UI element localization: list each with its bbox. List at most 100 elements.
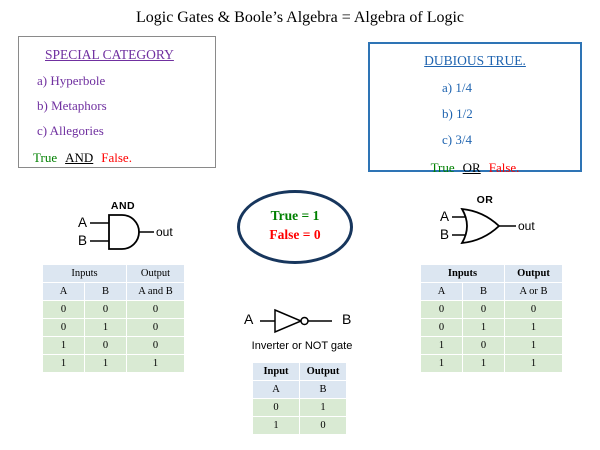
or-truth-table: Inputs Output A B A or B 0 0 0 0 1 1 1 0…: [420, 264, 563, 373]
table-row: 1 1 1: [42, 354, 185, 373]
true-label: True: [430, 160, 455, 175]
inputs-header: Inputs: [420, 264, 505, 283]
true-equals-one: True = 1: [270, 208, 320, 223]
false-label: False.: [488, 160, 520, 175]
table-row: 0 1: [252, 398, 347, 417]
and-gate-icon: [90, 214, 154, 250]
cell: 0: [299, 416, 347, 435]
cell: 1: [42, 336, 85, 355]
cell: 1: [420, 354, 463, 373]
col-header-b: B: [84, 282, 127, 301]
table-row: 1 1 1: [420, 354, 563, 373]
true-label: True: [33, 150, 58, 165]
or-operator: OR: [462, 160, 481, 175]
cell: 0: [420, 318, 463, 337]
and-gate-input-b: B: [78, 233, 88, 248]
col-header-a: A: [420, 282, 463, 301]
cell: 0: [126, 318, 185, 337]
list-item-quarter: a) 1/4: [442, 80, 472, 95]
table-row: 0 1 0: [42, 318, 185, 337]
list-item-three-quarters: c) 3/4: [442, 132, 472, 147]
not-gate-output: B: [342, 311, 352, 327]
output-header: Output: [504, 264, 563, 283]
dubious-true-heading: DUBIOUS TRUE.: [424, 53, 526, 68]
and-truth-table: Inputs Output A B A and B 0 0 0 0 1 0 1 …: [42, 264, 185, 373]
cell: 1: [126, 354, 185, 373]
true-or-false-line: True OR False.: [370, 160, 580, 176]
table-row: A B A or B: [420, 282, 563, 301]
col-header-b: B: [462, 282, 505, 301]
table-row: 1 0 0: [42, 336, 185, 355]
table-row: 0 1 1: [420, 318, 563, 337]
output-header: Output: [299, 362, 347, 381]
cell: 0: [84, 336, 127, 355]
cell: 1: [42, 354, 85, 373]
cell: 1: [84, 318, 127, 337]
cell: 1: [462, 318, 505, 337]
cell: 1: [504, 336, 563, 355]
table-row: 1 0: [252, 416, 347, 435]
and-gate-output: out: [156, 225, 173, 239]
true-false-ellipse: True = 1 False = 0: [237, 190, 353, 264]
cell: 0: [84, 300, 127, 319]
table-row: 0 0 0: [420, 300, 563, 319]
col-header-a-and-b: A and B: [126, 282, 185, 301]
cell: 1: [299, 398, 347, 417]
inputs-header: Inputs: [42, 264, 127, 283]
col-header-a: A: [252, 380, 300, 399]
true-and-false-line: True AND False.: [33, 150, 215, 166]
list-item-metaphors: b) Metaphors: [37, 98, 107, 113]
and-gate-diagram: AND A B out: [76, 200, 202, 256]
page-title: Logic Gates & Boole’s Algebra = Algebra …: [135, 9, 465, 26]
cell: 0: [252, 398, 300, 417]
table-row: A B: [252, 380, 347, 399]
or-gate-icon: [452, 208, 516, 244]
false-equals-zero: False = 0: [269, 227, 321, 242]
or-gate-input-b: B: [440, 227, 450, 242]
cell: 0: [42, 318, 85, 337]
list-item-half: b) 1/2: [442, 106, 473, 121]
false-label: False.: [101, 150, 132, 165]
or-gate-label: OR: [476, 194, 494, 206]
cell: 0: [42, 300, 85, 319]
and-operator: AND: [65, 150, 94, 165]
or-gate-output: out: [518, 219, 535, 233]
not-gate-diagram: A B: [244, 306, 360, 334]
or-gate-input-a: A: [440, 209, 450, 224]
cell: 0: [420, 300, 463, 319]
table-row: 1 0 1: [420, 336, 563, 355]
col-header-a-or-b: A or B: [504, 282, 563, 301]
cell: 1: [504, 354, 563, 373]
and-gate-input-a: A: [78, 215, 88, 230]
col-header-b: B: [299, 380, 347, 399]
col-header-a: A: [42, 282, 85, 301]
cell: 1: [462, 354, 505, 373]
cell: 1: [420, 336, 463, 355]
table-row: A B A and B: [42, 282, 185, 301]
and-gate-label: AND: [110, 200, 136, 212]
cell: 0: [504, 300, 563, 319]
not-gate-icon: [260, 308, 332, 334]
dubious-true-box: DUBIOUS TRUE. a) 1/4 b) 1/2 c) 3/4 True O…: [368, 42, 582, 175]
not-gate-caption: Inverter or NOT gate: [251, 340, 353, 352]
or-gate-diagram: OR A B out: [438, 194, 564, 250]
list-item-allegories: c) Allegories: [37, 123, 104, 138]
output-header: Output: [126, 264, 185, 283]
cell: 0: [462, 300, 505, 319]
special-category-box: SPECIAL CATEGORY a) Hyperbole b) Metapho…: [18, 36, 216, 168]
table-row: Input Output: [252, 362, 347, 381]
input-header: Input: [252, 362, 300, 381]
special-category-heading: SPECIAL CATEGORY: [45, 47, 174, 62]
table-row: Inputs Output: [42, 264, 185, 283]
cell: 1: [252, 416, 300, 435]
table-row: Inputs Output: [420, 264, 563, 283]
list-item-hyperbole: a) Hyperbole: [37, 73, 106, 88]
not-gate-input: A: [244, 311, 254, 327]
cell: 1: [84, 354, 127, 373]
cell: 1: [504, 318, 563, 337]
cell: 0: [126, 336, 185, 355]
not-truth-table: Input Output A B 0 1 1 0: [252, 362, 347, 435]
cell: 0: [462, 336, 505, 355]
cell: 0: [126, 300, 185, 319]
